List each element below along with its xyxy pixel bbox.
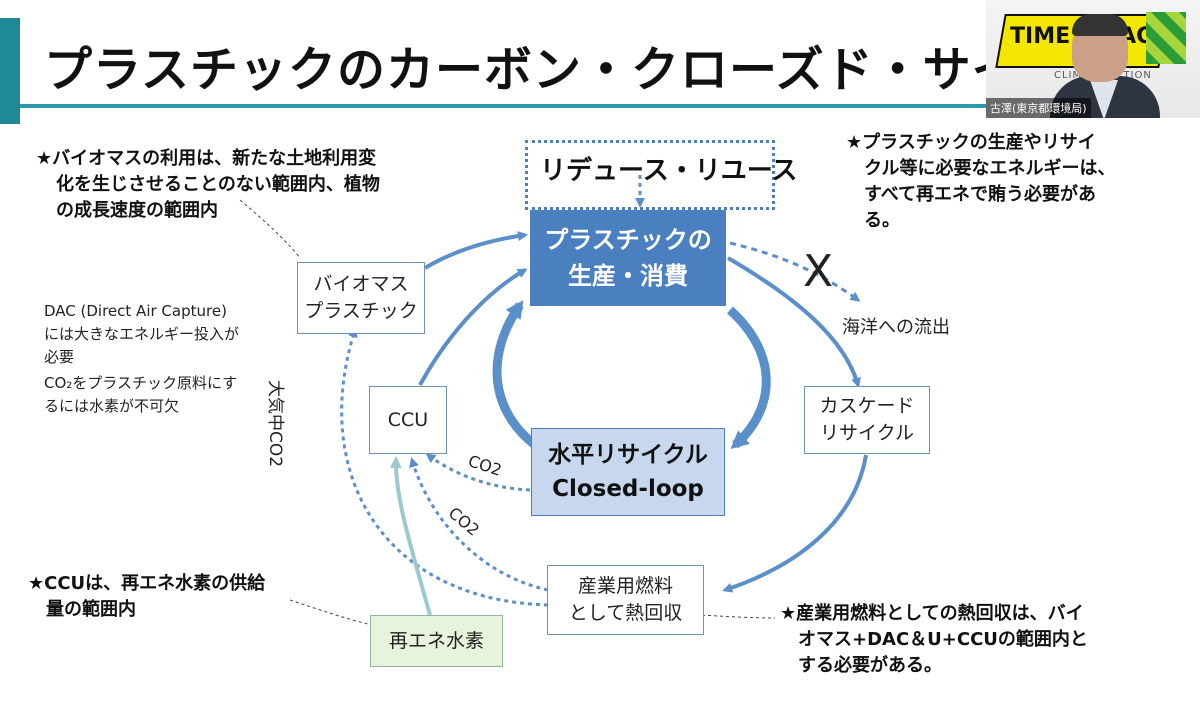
node-h2-label: 再エネ水素 bbox=[388, 629, 484, 652]
arrow-h2-to-ccu bbox=[389, 456, 432, 616]
reduce-reuse-label: リデュース・リユース bbox=[540, 156, 798, 186]
note-biomass-line1: ★バイオマスの利用は、新たな土地利用変 bbox=[36, 148, 377, 169]
note-dac-line3: 必要 bbox=[44, 348, 75, 366]
node-closed-loop: 水平リサイクル Closed-loop bbox=[531, 428, 725, 516]
node-cascade-line2: リサイクル bbox=[819, 422, 915, 444]
node-production: プラスチックの生産・消費 bbox=[530, 210, 726, 306]
note-co2-raw: CO₂をプラスチック原料にす るには水素が不可欠 bbox=[44, 372, 237, 418]
arrow-to-ocean bbox=[729, 241, 861, 302]
note-energy-line4: る。 bbox=[864, 210, 900, 231]
arrow-loop-right bbox=[726, 306, 771, 449]
arrow-prod-to-cascade bbox=[726, 256, 861, 388]
node-heat-recovery: 産業用燃料として熱回収 bbox=[547, 565, 704, 635]
ocean-cross-mark: X bbox=[803, 246, 834, 297]
node-production-line2: 生産・消費 bbox=[568, 262, 688, 290]
note-energy: ★プラスチックの生産やリサイ クル等に必要なエネルギーは、 すべて再エネで賄う必… bbox=[846, 130, 1115, 234]
note-heat-line1: ★産業用燃料としての熱回収は、バイ bbox=[780, 603, 1084, 624]
reduce-reuse-box bbox=[525, 140, 775, 210]
node-closed-line1: 水平リサイクル bbox=[548, 442, 708, 468]
speaker-hair bbox=[1072, 14, 1128, 36]
note-heat-line2: オマス+DAC＆U+CCUの範囲内と bbox=[798, 629, 1088, 650]
arrow-loop-left bbox=[492, 300, 538, 449]
note-energy-line2: クル等に必要なエネルギーは、 bbox=[864, 158, 1116, 179]
ocean-outflow-label: 海洋への流出 bbox=[842, 317, 950, 338]
note-energy-line3: すべて再エネで賄う必要があ bbox=[864, 184, 1097, 205]
leader-ccu-note bbox=[289, 599, 373, 626]
note-dac-line1: DAC (Direct Air Capture) bbox=[44, 302, 227, 320]
note-heat: ★産業用燃料としての熱回収は、バイ オマス+DAC＆U+CCUの範囲内と する必… bbox=[780, 601, 1088, 679]
node-cascade-line1: カスケード bbox=[819, 395, 915, 417]
speaker-name-tag: 古澤(東京都環境局) bbox=[986, 98, 1091, 118]
leader-heat-note bbox=[701, 614, 776, 619]
leader-biomass-note bbox=[239, 199, 301, 259]
note-ccu: ★CCUは、再エネ水素の供給 量の範囲内 bbox=[28, 571, 265, 623]
note-dac-line2: には大きなエネルギー投入が bbox=[44, 325, 240, 343]
node-production-line1: プラスチックの bbox=[544, 226, 712, 254]
slide-title: プラスチックのカーボン・クローズド・サイ bbox=[44, 42, 1021, 98]
note-ccu-line1: ★CCUは、再エネ水素の供給 bbox=[28, 573, 266, 594]
note-biomass-line2: 化を生じさせることのない範囲内、植物 bbox=[56, 174, 380, 195]
node-ccu-label: CCU bbox=[387, 408, 429, 431]
node-ccu: CCU bbox=[369, 386, 447, 454]
arrow-biomass-to-prod bbox=[423, 231, 528, 270]
note-ccu-line2: 量の範囲内 bbox=[46, 599, 136, 620]
node-heat-line1: 産業用燃料 bbox=[577, 575, 673, 597]
node-renewable-h2: 再エネ水素 bbox=[370, 615, 503, 667]
node-cascade-recycle: カスケードリサイクル bbox=[804, 386, 930, 454]
title-underline bbox=[20, 104, 1005, 108]
note-co2-line2: るには水素が不可欠 bbox=[44, 397, 180, 415]
note-energy-line1: ★プラスチックの生産やリサイ bbox=[846, 132, 1096, 153]
logo-stripes bbox=[1146, 12, 1186, 64]
atmos-co2-label: 大気中CO2 bbox=[265, 380, 285, 468]
arrow-co2-heat-to-ccu bbox=[409, 457, 549, 592]
note-co2-line1: CO₂をプラスチック原料にす bbox=[44, 374, 238, 392]
node-biomass-plastic: バイオマスプラスチック bbox=[297, 262, 425, 334]
arrow-cascade-to-heat bbox=[722, 454, 868, 593]
note-heat-line3: する必要がある。 bbox=[798, 655, 942, 676]
node-heat-line2: として熱回収 bbox=[568, 602, 683, 624]
note-dac: DAC (Direct Air Capture) には大きなエネルギー投入が 必… bbox=[44, 300, 239, 369]
node-closed-line2: Closed-loop bbox=[552, 476, 704, 502]
arrow-ccu-to-prod bbox=[418, 268, 528, 386]
node-biomass-line1: バイオマス bbox=[313, 273, 409, 295]
node-biomass-line2: プラスチック bbox=[304, 300, 418, 322]
speaker-video: TIME TO ACT CLIMATE ACTION 古澤(東京都環境局) bbox=[986, 0, 1200, 118]
note-biomass-line3: の成長速度の範囲内 bbox=[56, 200, 218, 221]
note-biomass: ★バイオマスの利用は、新たな土地利用変 化を生じさせることのない範囲内、植物 の… bbox=[36, 146, 380, 224]
arrow-co2-closed-to-ccu bbox=[425, 453, 531, 492]
title-accent-bar bbox=[0, 18, 20, 124]
